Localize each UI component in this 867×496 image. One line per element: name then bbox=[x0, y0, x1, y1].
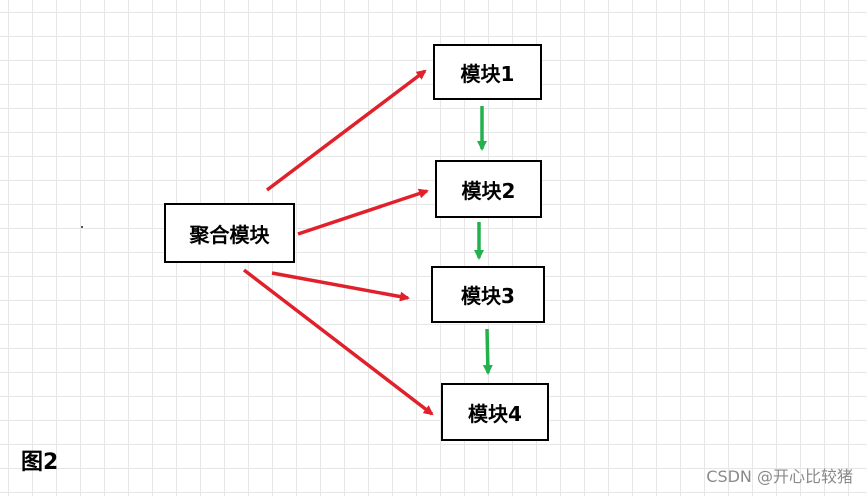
watermark-text: CSDN @开心比较猪 bbox=[706, 467, 853, 486]
stray-dot bbox=[81, 226, 83, 228]
arrow-m3-to-m4 bbox=[482, 328, 493, 375]
module-2-node: 模块2 bbox=[435, 160, 542, 218]
module-3-node: 模块3 bbox=[431, 266, 545, 323]
aggregate-module-label: 聚合模块 bbox=[189, 222, 270, 247]
module-4-node: 模块4 bbox=[441, 383, 549, 441]
module-2-label: 模块2 bbox=[461, 178, 516, 203]
arrow-agg-to-m4 bbox=[242, 268, 434, 416]
module-4-label: 模块4 bbox=[468, 401, 522, 426]
module-1-node: 模块1 bbox=[433, 44, 542, 100]
arrow-agg-to-m2 bbox=[297, 188, 429, 236]
arrow-agg-to-m3 bbox=[271, 271, 410, 302]
aggregate-module-node: 聚合模块 bbox=[164, 203, 295, 263]
module-3-label: 模块3 bbox=[461, 284, 515, 308]
arrow-agg-to-m1 bbox=[265, 69, 427, 192]
figure-label: 图2 bbox=[21, 450, 59, 475]
module-1-label: 模块1 bbox=[460, 61, 515, 86]
